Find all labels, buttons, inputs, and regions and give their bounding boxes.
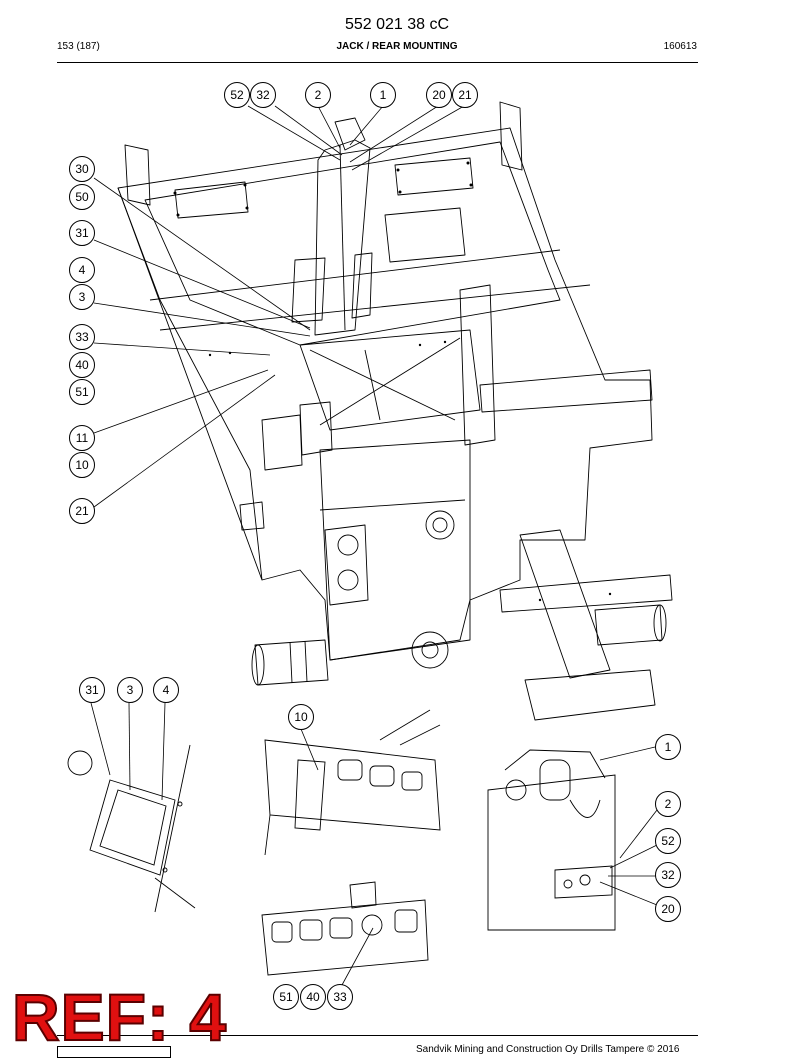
callout-51: 51 bbox=[69, 379, 95, 405]
callout-40: 40 bbox=[69, 352, 95, 378]
detail-valve-area bbox=[264, 739, 441, 831]
left-cylinder bbox=[254, 639, 329, 686]
date-code: 160613 bbox=[663, 41, 697, 52]
callout-21-left: 21 bbox=[69, 498, 95, 524]
callout-detail-40: 40 bbox=[300, 984, 326, 1010]
callout-detail-33: 33 bbox=[327, 984, 353, 1010]
jack-column bbox=[314, 139, 371, 336]
callout-detail-32: 32 bbox=[655, 862, 681, 888]
callout-detail-1: 1 bbox=[655, 734, 681, 760]
callout-52: 52 bbox=[224, 82, 250, 108]
callout-detail-10: 10 bbox=[288, 704, 314, 730]
page-title: JACK / REAR MOUNTING bbox=[336, 41, 458, 52]
callout-3: 3 bbox=[69, 284, 95, 310]
frame-outline bbox=[117, 127, 653, 661]
company-logo bbox=[57, 1046, 171, 1058]
callout-detail-4: 4 bbox=[153, 677, 179, 703]
callout-1: 1 bbox=[370, 82, 396, 108]
callout-10: 10 bbox=[69, 452, 95, 478]
callout-detail-2: 2 bbox=[655, 791, 681, 817]
callout-33: 33 bbox=[69, 324, 95, 350]
callout-detail-52: 52 bbox=[655, 828, 681, 854]
callout-31: 31 bbox=[69, 220, 95, 246]
hatch-left bbox=[174, 181, 249, 219]
center-body bbox=[319, 439, 471, 661]
callout-detail-31: 31 bbox=[79, 677, 105, 703]
doc-number: 552 021 38 cC bbox=[344, 16, 450, 33]
callout-32: 32 bbox=[250, 82, 276, 108]
callout-21: 21 bbox=[452, 82, 478, 108]
callout-11: 11 bbox=[69, 425, 95, 451]
ref-stamp: REF: 4 bbox=[11, 980, 228, 1054]
callout-4: 4 bbox=[69, 257, 95, 283]
page-number: 153 (187) bbox=[57, 41, 100, 52]
detail-bracket bbox=[261, 899, 429, 976]
left-side-plate bbox=[124, 144, 151, 206]
hatch-right bbox=[394, 157, 474, 196]
footer-copyright: Sandvik Mining and Construction Oy Drill… bbox=[416, 1044, 680, 1055]
callout-detail-20: 20 bbox=[655, 896, 681, 922]
footer-rule bbox=[57, 1035, 698, 1036]
frame-inner bbox=[144, 141, 561, 346]
rear-beam bbox=[519, 529, 611, 679]
callout-30: 30 bbox=[69, 156, 95, 182]
callout-detail-51: 51 bbox=[273, 984, 299, 1010]
header-rule bbox=[57, 62, 698, 63]
right-cylinder bbox=[594, 604, 663, 646]
callout-50: 50 bbox=[69, 184, 95, 210]
detail-jack-top bbox=[487, 774, 616, 931]
callout-2: 2 bbox=[305, 82, 331, 108]
callout-detail-3: 3 bbox=[117, 677, 143, 703]
callout-20: 20 bbox=[426, 82, 452, 108]
cross-beam bbox=[479, 369, 653, 413]
detail-hatch bbox=[89, 779, 176, 876]
